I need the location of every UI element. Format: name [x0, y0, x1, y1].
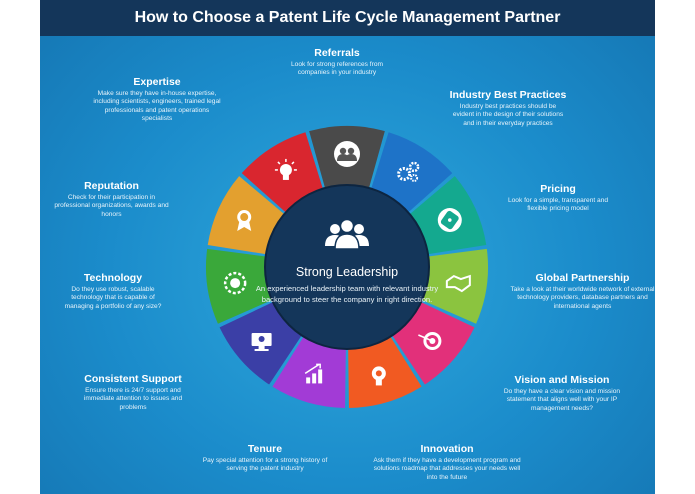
label-description: Ask them if they have a development prog… [373, 457, 521, 481]
title-bar: How to Choose a Patent Life Cycle Manage… [40, 0, 655, 36]
label-title: Consistent Support [84, 373, 182, 385]
gears-icon [397, 161, 420, 182]
label-title: Innovation [420, 443, 474, 455]
label-title: Vision and Mission [514, 374, 610, 386]
label-description: Pay special attention for a strong histo… [202, 457, 328, 473]
segment-technology [206, 248, 274, 324]
people-icon [334, 141, 360, 167]
label-reputation: Reputation Check for their participation… [54, 180, 169, 219]
label-industry-best-practices: Industry Best Practices Industry best pr… [438, 89, 578, 128]
label-title: Technology [83, 272, 143, 284]
label-description: Ensure there is 24/7 support and immedia… [83, 387, 183, 411]
cycle-wheel [206, 125, 488, 408]
label-technology: Technology Do they use robust, scalable … [58, 272, 168, 311]
center-hub [264, 184, 430, 350]
label-description: Look for strong references from companie… [291, 61, 383, 77]
support-monitor-icon [251, 332, 272, 351]
page-title: How to Choose a Patent Life Cycle Manage… [134, 9, 561, 26]
lightbulb-icon [274, 158, 297, 180]
label-title: Expertise [133, 76, 181, 88]
label-pricing: Pricing Look for a simple, transparent a… [503, 183, 613, 214]
label-title: Industry Best Practices [449, 89, 567, 101]
target-icon [418, 331, 442, 350]
label-title: Global Partnership [535, 272, 630, 284]
handshake-icon [445, 274, 471, 293]
label-description: Do they have a clear vision and mission … [503, 388, 621, 412]
label-title: Pricing [540, 183, 576, 195]
label-consistent-support: Consistent Support Ensure there is 24/7 … [68, 373, 198, 412]
label-global-partnership: Global Partnership Take a look at their … [510, 272, 655, 311]
label-title: Tenure [247, 443, 283, 455]
label-title: Reputation [84, 180, 139, 192]
label-innovation: Innovation Ask them if they have a devel… [372, 443, 522, 482]
head-idea-icon [371, 366, 386, 386]
chip-icon [223, 271, 247, 295]
label-description: Take a look at their worldwide network o… [510, 286, 655, 310]
label-vision-and-mission: Vision and Mission Do they have a clear … [492, 374, 632, 413]
label-tenure: Tenure Pay special attention for a stron… [190, 443, 340, 474]
price-tag-icon [437, 208, 462, 233]
award-icon [237, 210, 252, 232]
infographic: How to Choose a Patent Life Cycle Manage… [40, 0, 655, 494]
growth-chart-icon [304, 363, 323, 384]
label-description: Make sure they have in-house expertise, … [93, 90, 221, 122]
label-title: Referrals [314, 47, 360, 59]
label-referrals: Referrals Look for strong references fro… [262, 47, 412, 78]
label-description: Industry best practices should be eviden… [452, 103, 564, 127]
center-description: An experienced leadership team with rele… [255, 284, 439, 304]
label-expertise: Expertise Make sure they have in-house e… [92, 76, 222, 123]
label-description: Look for a simple, transparent and flexi… [507, 197, 609, 213]
team-icon [325, 218, 369, 250]
segment-industry-best-practices [370, 132, 453, 214]
label-description: Check for their participation in profess… [54, 194, 169, 218]
label-description: Do they use robust, scalable technology … [64, 286, 162, 310]
center-title: Strong Leadership [295, 265, 399, 279]
